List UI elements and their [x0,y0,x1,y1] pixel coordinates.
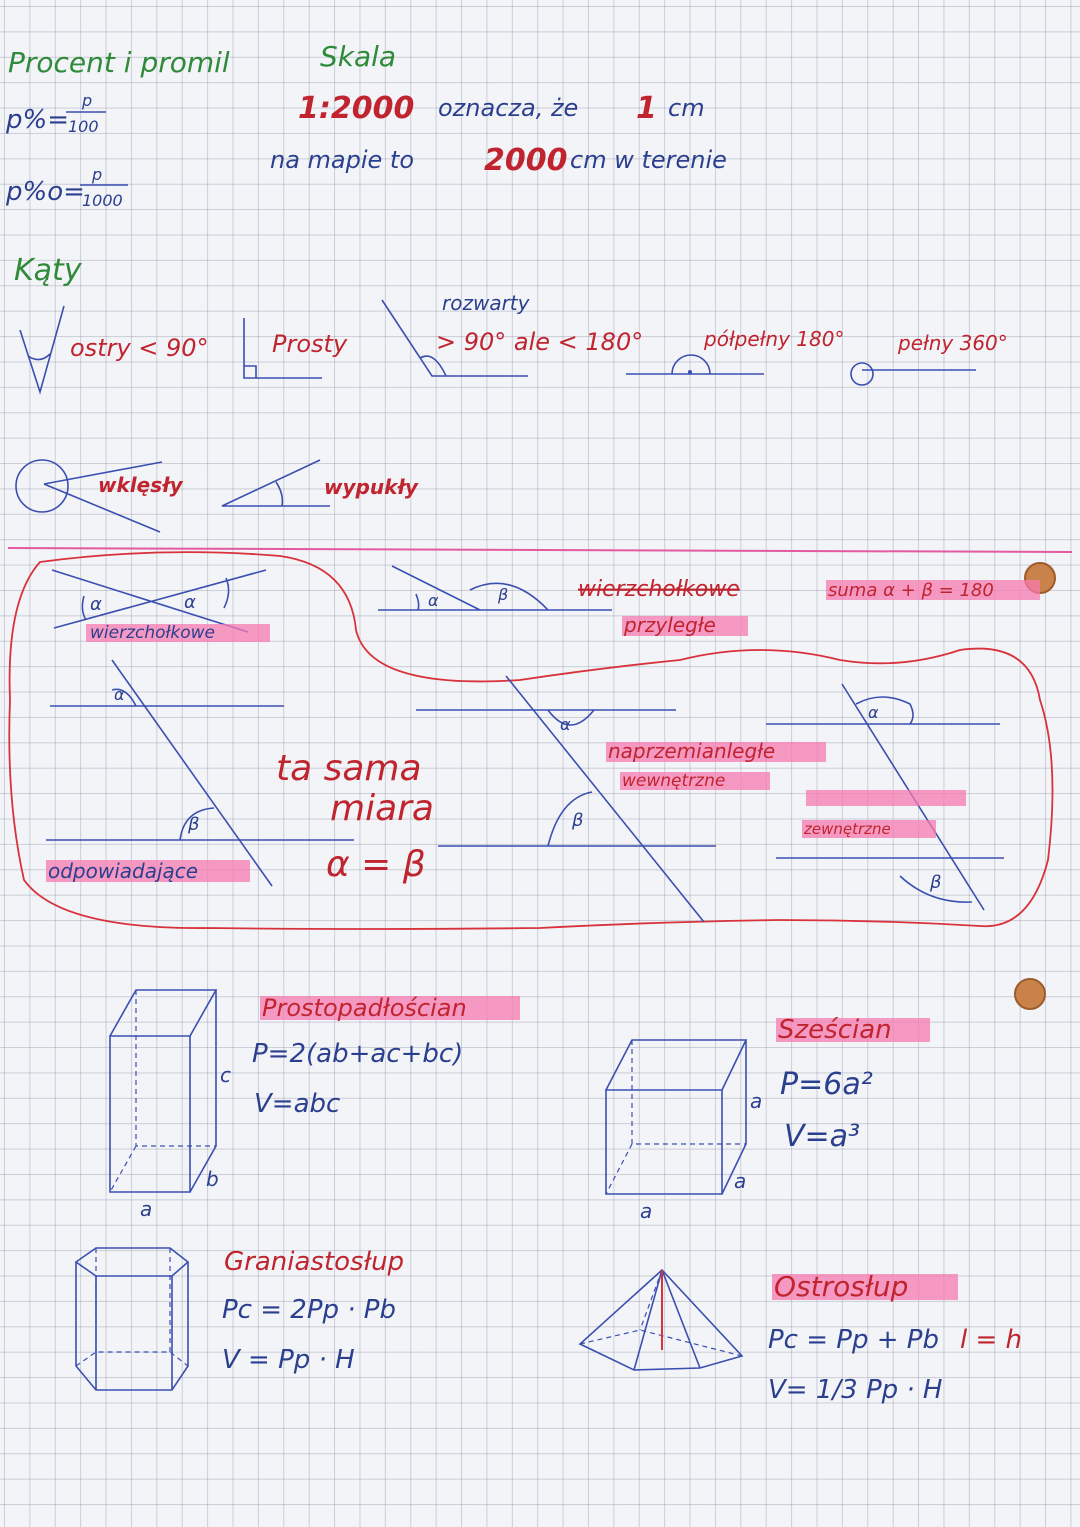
prism-volume-formula: V = Pp · H [222,1345,355,1375]
pyramid-drawing [578,1268,744,1371]
alternate-label-line1: naprzemianległe [608,739,775,763]
cuboid-edge-b: b [206,1167,219,1191]
adjacent-sum-label: suma α + β = 180 [828,580,994,601]
exterior-alpha: α [868,703,879,722]
prism-area-formula: Pc = 2Pp · Pb [222,1295,396,1325]
obtuse-angle-name: rozwarty [442,291,531,315]
prism-section: Graniastosłup Pc = 2Pp · Pb V = Pp · H [74,1247,404,1391]
angles-section: Kąty ostry < 90° Prosty rozwarty > 90° a… [14,253,1008,533]
prism-drawing [74,1247,190,1277]
scale-unit: cm [668,94,705,122]
angles-heading: Kąty [14,253,83,288]
full-angle-label: pełny 360° [897,331,1008,355]
cuboid-section: a b c Prostopadłościan P=2(ab+ac+bc) V=a… [109,989,520,1221]
cube-edge-a-depth: a [734,1169,746,1193]
obtuse-angle-drawing [381,299,528,377]
cube-section: a a a Sześcian P=6a² V=a³ [605,1015,930,1223]
alternate-label-line2: wewnętrzne [622,771,725,791]
alternate-beta: β [571,810,584,831]
vertical-angles-label: wierzchołkowe [90,623,215,643]
permille-denominator: 1000 [82,191,123,210]
alternate-alpha: α [560,715,571,734]
cube-title: Sześcian [778,1015,892,1045]
permille-formula-lhs: p%o= [5,177,85,207]
angle-pairs-section: α α wierzchołkowe α β wierzchołkowe przy… [8,551,1054,930]
adjacent-angles-drawing [378,565,612,611]
percent-section: Procent i promil p%= p 100 p%o= p 1000 [5,46,230,210]
cube-area-formula: P=6a² [780,1067,873,1102]
straight-angle-label: półpełny 180° [703,327,844,351]
convex-angle-drawing [221,459,330,507]
corresponding-alpha: α [114,685,125,704]
vertical-alpha-left: α [90,594,102,615]
percent-formula-lhs: p%= [5,105,69,135]
corresponding-beta: β [187,814,200,835]
vertical-alpha-right: α [184,592,196,613]
scale-line2-post: cm w terenie [570,146,727,174]
cuboid-volume-formula: V=abc [254,1089,340,1119]
adjacent-alpha: α [428,591,439,610]
cube-drawing [605,1089,723,1195]
prism-title: Graniastosłup [224,1247,404,1277]
same-measure-line1: ta sama [276,748,422,789]
crossed-out-label: wierzchołkowe [578,577,740,602]
scale-value: 2000 [484,143,568,178]
percent-denominator: 100 [68,117,99,136]
percent-heading: Procent i promil [8,46,230,79]
cuboid-area-formula: P=2(ab+ac+bc) [252,1039,463,1069]
pyramid-note: l = h [960,1325,1022,1355]
cuboid-edge-c: c [220,1063,231,1087]
angle-pairs-outline [8,551,1054,930]
pyramid-area-formula: Pc = Pp + Pb [768,1325,939,1355]
alternate-angles-drawing [505,675,705,923]
pyramid-section: Ostrosłup Pc = Pp + Pb l = h V= 1/3 Pp ·… [578,1268,1022,1405]
scale-one: 1 [636,91,657,126]
cube-volume-formula: V=a³ [784,1119,860,1154]
scale-ratio: 1:2000 [298,91,414,126]
cuboid-drawing [109,1035,191,1193]
binder-hole-bottom [1014,978,1046,1010]
acute-angle-drawing [19,305,65,395]
exterior-label: zewnętrzne [803,820,891,838]
exterior-beta: β [929,872,942,893]
obtuse-angle-rule: > 90° ale < 180° [436,328,643,356]
pyramid-volume-formula: V= 1/3 Pp · H [768,1375,942,1405]
cube-edge-a-bottom: a [640,1199,652,1223]
scale-line1-text: oznacza, że [438,94,578,122]
corresponding-label: odpowiadające [48,859,198,883]
right-angle-label: Prosty [272,330,348,358]
reflex-angle-drawing [15,459,69,513]
permille-numerator: p [91,165,102,184]
vertical-angles-drawing [51,569,267,633]
cube-edge-a-height: a [750,1089,762,1113]
scale-heading: Skala [320,40,396,73]
cuboid-title: Prostopadłościan [262,994,467,1022]
acute-angle-label: ostry < 90° [70,334,209,362]
pyramid-title: Ostrosłup [774,1270,908,1303]
scale-line2-pre: na mapie to [270,146,414,174]
adjacent-beta: β [497,585,508,604]
scale-section: Skala 1:2000 oznacza, że 1 cm na mapie t… [270,40,727,178]
alpha-equals-beta: α = β [326,844,426,885]
convex-angle-label: wypukły [324,475,419,499]
percent-numerator: p [81,91,92,110]
corresponding-angles-drawing [111,659,273,887]
right-angle-drawing [243,318,322,379]
cuboid-edge-a: a [140,1197,152,1221]
section-divider [7,547,1073,553]
reflex-angle-label: wklęsły [98,473,184,497]
same-measure-line2: miara [330,788,434,829]
adjacent-angles-label: przyległe [623,613,716,637]
